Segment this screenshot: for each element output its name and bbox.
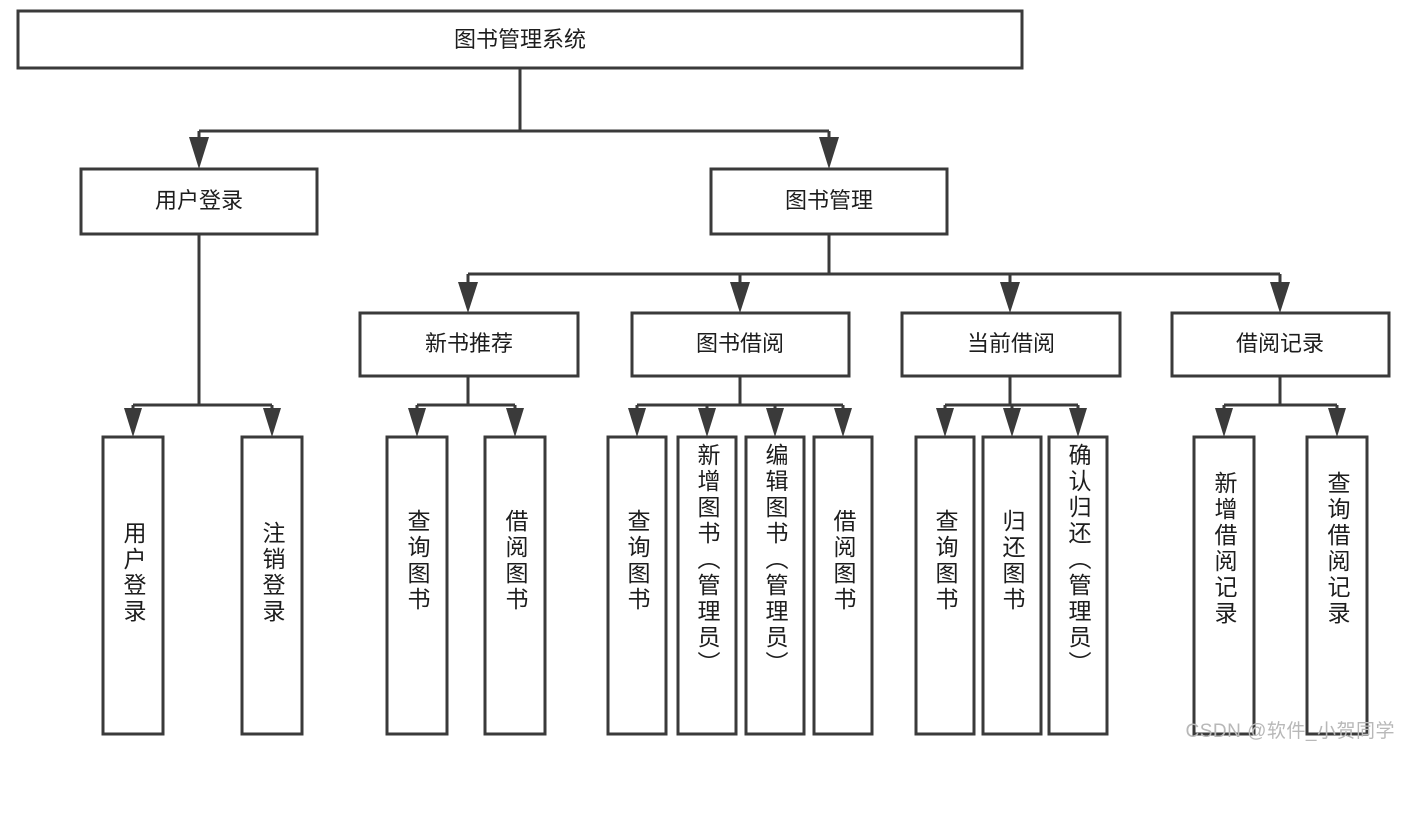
leaf-box-user-login[interactable] [101,435,165,736]
arrow-head-cb-leaf-1 [936,408,954,437]
connector-group-root [189,68,839,169]
node-borrow-record[interactable]: 借阅记录 [1170,311,1391,378]
node-user-login-label: 用户登录 [155,188,243,213]
connector-group-new-book-rec [408,376,524,437]
arrow-head-current-borrow [1000,282,1020,313]
connector-group-book-borrow [628,376,852,437]
arrow-head-borrow-record [1270,282,1290,313]
node-root-label: 图书管理系统 [454,27,586,52]
arrow-head-leaf-logout [263,408,281,437]
node-current-borrow[interactable]: 当前借阅 [900,311,1122,378]
node-book-borrow[interactable]: 图书借阅 [630,311,851,378]
leaf-box-logout[interactable] [240,435,304,736]
leaf-box-confirm-return[interactable] [1047,435,1109,736]
node-book-borrow-box[interactable] [630,311,851,378]
leaf-box-query-book-nbr[interactable] [385,435,449,736]
node-new-book-recommend[interactable]: 新书推荐 [358,311,580,378]
leaf-box-add-borrow-record[interactable] [1192,435,1256,736]
arrow-head-bb-leaf-4 [834,408,852,437]
node-borrow-record-box[interactable] [1170,311,1391,378]
node-book-management-label: 图书管理 [785,188,873,213]
node-book-borrow-label: 图书借阅 [696,331,784,356]
node-book-management-box[interactable] [709,167,949,236]
arrow-head-book-borrow [730,282,750,313]
arrow-head-cb-leaf-2 [1003,408,1021,437]
arrow-head-bb-leaf-1 [628,408,646,437]
node-current-borrow-box[interactable] [900,311,1122,378]
node-root-box[interactable] [16,9,1024,70]
leaf-box-query-borrow-record[interactable] [1305,435,1369,736]
leaf-box-edit-book-admin[interactable] [744,435,806,736]
diagram-root: 图书管理系统 用户登录 图书管理 新书推荐 图书借阅 当前借阅 借阅记录 [16,9,1395,742]
arrow-head-leaf-user-login [124,408,142,437]
arrow-head-cb-leaf-3 [1069,408,1087,437]
arrow-head-book-mgmt [819,137,839,169]
arrow-head-bb-leaf-2 [698,408,716,437]
leaf-box-add-book-admin[interactable] [676,435,738,736]
node-user-login-box[interactable] [79,167,319,236]
leaf-boxes [101,435,1369,736]
arrow-head-nbr-leaf-1 [408,408,426,437]
node-root[interactable]: 图书管理系统 [16,9,1024,70]
arrow-head-bb-leaf-3 [766,408,784,437]
leaf-box-borrow-book-bb[interactable] [812,435,874,736]
watermark: CSDN @软件_小贺同学 [1185,721,1395,742]
node-current-borrow-label: 当前借阅 [967,331,1055,356]
arrow-head-nbr-leaf-2 [506,408,524,437]
node-borrow-record-label: 借阅记录 [1236,331,1324,356]
arrow-head-user-login [189,137,209,169]
arrow-head-br-leaf-2 [1328,408,1346,437]
leaf-box-return-book[interactable] [981,435,1043,736]
leaf-box-borrow-book-nbr[interactable] [483,435,547,736]
arrow-head-new-book-rec [458,282,478,313]
connector-group-book-mgmt [458,234,1290,313]
connector-group-user-login [124,234,281,437]
node-book-management[interactable]: 图书管理 [709,167,949,236]
connector-group-current-borrow [936,376,1087,437]
leaf-box-query-book-cb[interactable] [914,435,976,736]
connector-group-borrow-record [1215,376,1346,437]
node-user-login[interactable]: 用户登录 [79,167,319,236]
leaf-box-query-book-bb[interactable] [606,435,668,736]
arrow-head-br-leaf-1 [1215,408,1233,437]
tree-canvas: 图书管理系统 用户登录 图书管理 新书推荐 图书借阅 当前借阅 借阅记录 [16,9,1391,736]
node-new-book-recommend-box[interactable] [358,311,580,378]
node-new-book-recommend-label: 新书推荐 [425,331,513,356]
